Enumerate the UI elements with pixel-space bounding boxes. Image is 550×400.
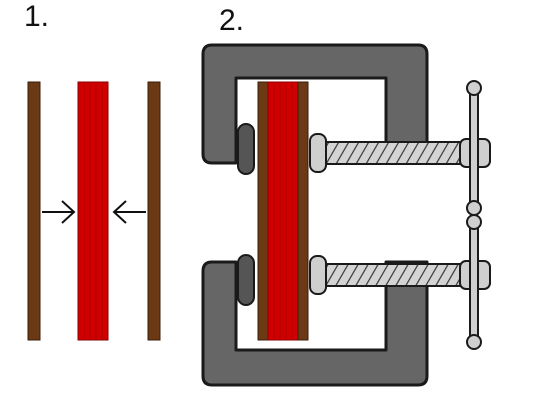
left-wood-board (27, 81, 41, 341)
top-clamp-frame (201, 43, 429, 165)
bottom-clamp-frame (201, 260, 429, 387)
top-handle-bar (469, 89, 479, 211)
clamped-left-board (257, 81, 269, 341)
clamped-right-board (297, 81, 309, 341)
step-1-group (27, 81, 161, 341)
top-handle-knob-lower (466, 200, 482, 216)
arrow-left-icon (112, 200, 146, 224)
bottom-screw-thread (321, 263, 465, 287)
top-screw-assembly (309, 80, 491, 216)
bottom-handle-bar (469, 221, 479, 343)
right-wood-board (147, 81, 161, 341)
glue-panel-step-2 (267, 81, 299, 341)
step-2-label: 2. (219, 4, 245, 37)
top-fixed-pad (237, 123, 255, 175)
step-1-label: 1. (24, 0, 50, 33)
bottom-handle-knob-lower (466, 334, 482, 350)
arrow-right-icon (42, 200, 76, 224)
step-2-group (201, 43, 491, 387)
bottom-screw-assembly (309, 214, 491, 350)
top-handle-knob-upper (466, 80, 482, 96)
top-swivel-pad (309, 133, 327, 173)
bottom-fixed-pad (237, 254, 255, 306)
bottom-handle-knob-upper (466, 214, 482, 230)
glue-panel-step-1 (77, 81, 109, 341)
top-screw-thread (321, 141, 465, 165)
bottom-swivel-pad (309, 255, 327, 295)
